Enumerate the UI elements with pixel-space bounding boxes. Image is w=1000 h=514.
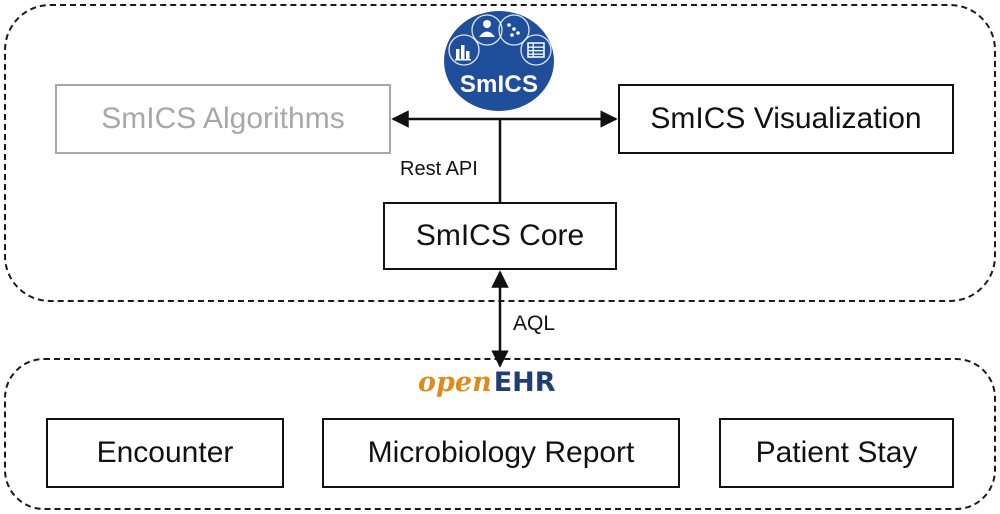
smics-logo: [444, 11, 554, 111]
smics-core-box: SmICS Core: [383, 202, 617, 270]
encounter-box: Encounter: [46, 418, 284, 488]
person-icon: [479, 20, 495, 37]
smics-visualization-box: SmICS Visualization: [618, 84, 954, 154]
bar-chart-icon: [455, 45, 471, 61]
smics-algorithms-box: SmICS Algorithms: [55, 84, 391, 154]
smics-logo-text: SmICS: [459, 71, 539, 98]
openehr-logo-open: open: [418, 367, 492, 398]
aql-label: AQL: [513, 312, 556, 335]
microbiology-report-box: Microbiology Report: [322, 418, 680, 488]
openehr-logo-ehr: EHR: [493, 367, 556, 398]
rest-api-label: Rest API: [400, 158, 478, 180]
scatter-icon: [507, 23, 520, 37]
patient-stay-box: Patient Stay: [719, 418, 954, 488]
openehr-logo: open EHR: [418, 367, 556, 407]
table-icon: [527, 42, 545, 58]
